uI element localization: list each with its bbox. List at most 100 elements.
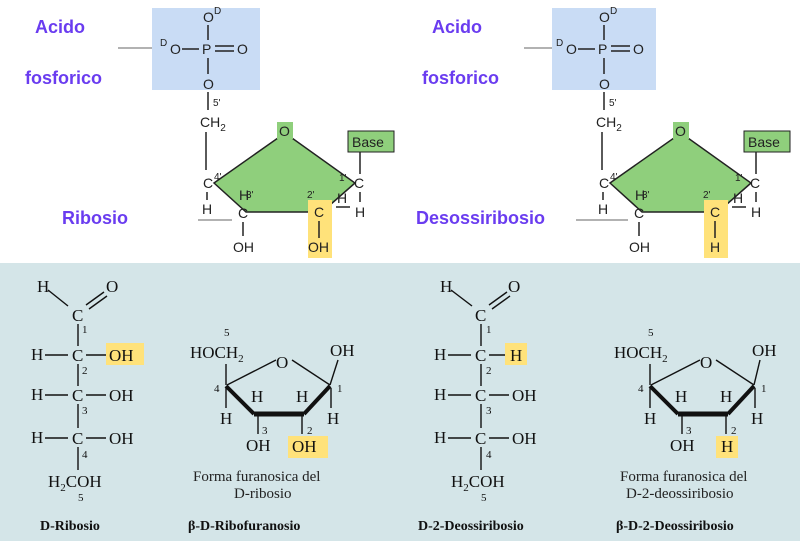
c4-oh: OH [109, 429, 134, 448]
aldehyde-o: O [508, 277, 520, 296]
ring-bond [226, 359, 277, 386]
bond [329, 359, 339, 386]
base-label: Base [352, 134, 384, 150]
deoxyribose-nucleotide: Acido fosforico O D D O P O O 5' CH2 O C… [416, 6, 791, 258]
position-4: 4' [214, 172, 222, 183]
sugar-label: Ribosio [62, 208, 128, 228]
carbon-4: C [475, 429, 486, 448]
num-4: 4 [214, 383, 220, 395]
caption-line1: Forma furanosica del [193, 469, 320, 485]
ring-bond [291, 359, 331, 386]
bond [450, 289, 473, 307]
carbon-2-substituent: OH [308, 239, 329, 255]
ring-bond-bold [302, 384, 332, 416]
phosphate-box [552, 8, 656, 90]
d-2-deoxyribose-fischer: H O C 1 H C H 2 H C OH 3 H C OH 4 H2COH … [418, 277, 537, 534]
ring-bond [715, 359, 755, 386]
c1-oh: OH [752, 341, 777, 360]
num-3: 3 [486, 405, 492, 417]
aldehyde-h: H [440, 277, 452, 296]
carbon-4-h: H [598, 201, 608, 217]
num-1: 1 [761, 383, 767, 395]
caption-line2: D-ribosio [234, 486, 292, 502]
c2-h-right: H [510, 346, 522, 365]
base-box [743, 130, 791, 153]
c2-h: H [31, 345, 43, 364]
phosphate-right-oxygen: O [633, 41, 644, 57]
position-1: 1' [339, 173, 347, 184]
sugar-label: Desossiribosio [416, 208, 545, 228]
double-bond [85, 291, 105, 306]
caption-line1: Forma furanosica del [620, 469, 747, 485]
phosphate-box [152, 8, 260, 90]
num-1: 1 [486, 324, 492, 336]
num-5: 5 [224, 327, 230, 339]
num-1: 1 [337, 383, 343, 395]
num-5: 5 [481, 492, 487, 504]
carbon-1: C [354, 175, 364, 191]
c3-h: H [434, 385, 446, 404]
ch2-group: CH2 [596, 114, 622, 134]
carbon-3: C [238, 205, 248, 221]
double-bond [491, 295, 511, 310]
num-4: 4 [82, 449, 88, 461]
phosphate-label-line1: Acido [35, 17, 85, 37]
c3-oh: OH [246, 436, 271, 455]
phosphate-left-oxygen: O [566, 41, 577, 57]
c4-h: H [31, 428, 43, 447]
charge-sup: D [610, 6, 617, 17]
position-3: 3' [642, 190, 650, 201]
carbon-1: C [475, 306, 486, 325]
phosphate-top-oxygen: O [203, 9, 214, 25]
deoxyribofuranose-haworth: 5 HOCH2 OH O 4 1 H H H H 3 2 OH H Forma … [614, 327, 777, 534]
ring-bond-bold [726, 384, 756, 416]
num-4: 4 [486, 449, 492, 461]
c4-h: H [220, 409, 232, 428]
base-label: Base [748, 134, 780, 150]
carbon-3: C [475, 386, 486, 405]
phosphorus-atom: P [598, 41, 607, 57]
position-2: 2' [307, 190, 315, 201]
d-ribose-fischer: H O C 1 H C OH 2 H C OH 3 H C OH 4 H2COH… [31, 277, 144, 534]
charge-sup: D [214, 6, 221, 17]
bond [753, 359, 761, 386]
position-1: 1' [735, 173, 743, 184]
ring-oxygen: O [276, 353, 288, 372]
carbon-3-oh: OH [629, 239, 650, 255]
ring-oxygen: O [675, 123, 686, 139]
double-bond [88, 295, 108, 310]
c3-h: H [31, 385, 43, 404]
carbon-4: C [599, 175, 609, 191]
ring-oxygen: O [700, 353, 712, 372]
c5-h2coh: H2COH [451, 472, 505, 494]
name-deoxyribofuranose: β-D-2-Deossiribosio [616, 519, 734, 534]
name-d-2-deoxyribose: D-2-Deossiribosio [418, 519, 524, 534]
num-2: 2 [731, 425, 737, 437]
carbon-2-h: H [733, 190, 743, 206]
carbon-1: C [72, 306, 83, 325]
phosphate-bottom-oxygen: O [599, 76, 610, 92]
ring-bond [650, 359, 701, 386]
c4-h: H [434, 428, 446, 447]
num-1: 1 [82, 324, 88, 336]
ring-bond-bold [224, 384, 256, 416]
carbon-2: C [314, 204, 324, 220]
phosphate-label-line1: Acido [432, 17, 482, 37]
bond [47, 289, 69, 307]
phosphate-bottom-oxygen: O [203, 76, 214, 92]
c1-h: H [751, 409, 763, 428]
ribofuranose-haworth: 5 HOCH2 OH O 4 1 H H H H 3 2 OH OH Forma… [188, 327, 355, 534]
num-5: 5 [78, 492, 84, 504]
c2-h: H [296, 387, 308, 406]
phosphate-label-line2: fosforico [25, 68, 102, 88]
base-box [347, 130, 395, 153]
c3-h: H [675, 387, 687, 406]
position-4: 4' [610, 172, 618, 183]
aldehyde-h: H [37, 277, 49, 296]
carbon-1-h: H [355, 204, 365, 220]
c2-oh-highlight [288, 436, 328, 458]
c2-h-highlight [716, 436, 738, 458]
name-d-ribose: D-Ribosio [40, 519, 100, 534]
c1-oh: OH [330, 341, 355, 360]
